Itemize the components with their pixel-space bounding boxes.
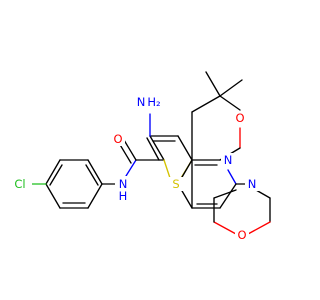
pyran-o-background: [233, 111, 247, 125]
bond-carbonyl-o: [123, 139, 137, 161]
molecule-structure: N H₂ O O N H S N N O Cl: [10, 71, 271, 242]
bond-pyran-ch2-cme2: [191, 95, 221, 113]
carbonyl-o-label: O: [113, 132, 122, 146]
bond-nh-carbonyl: [125, 159, 137, 177]
bond-thiophene-s-c2: [163, 159, 171, 179]
bond-morpholine-4: [213, 221, 237, 235]
bond-ring-4: [87, 183, 103, 209]
atom-label-layer: N H₂ O O N H S N N O Cl: [10, 93, 259, 242]
amino-h2-label: H₂: [147, 95, 160, 109]
pyridine-n-background: [221, 153, 235, 167]
pyran-o-label: O: [235, 111, 244, 125]
bond-methyl-2: [219, 79, 243, 97]
bond-carbonyl-o-double: [118, 142, 132, 164]
amino-label-background: [135, 93, 165, 109]
bond-methyl-1: [205, 71, 221, 97]
bond-morpholine-6: [213, 189, 237, 199]
amide-n-label: N: [119, 177, 128, 191]
morpholine-n-label: N: [248, 177, 257, 191]
bond-ring-1-double: [49, 164, 63, 186]
pyridine-n-label: N: [224, 153, 233, 167]
bond-ring-6: [45, 183, 61, 209]
bond-morpholine-1: [255, 189, 271, 199]
morpholine-o-label: O: [237, 228, 246, 242]
morpholine-o-background: [235, 228, 249, 242]
carbonyl-o-background: [111, 132, 125, 146]
bond-thiophene-c2-double: [146, 137, 160, 161]
bond-ring-3: [87, 159, 103, 185]
bond-thiophene-c2-c3: [149, 135, 165, 161]
bond-pyridine-n-c5: [227, 169, 237, 185]
amide-nh-background: [115, 176, 135, 198]
bond-ring-1: [45, 159, 61, 185]
bond-pyran-cme2-o: [219, 95, 241, 111]
bond-ring-3-double: [85, 164, 99, 186]
thiophene-s-background: [169, 177, 183, 191]
amino-n-label: N: [137, 95, 146, 109]
chlorine-label: Cl: [14, 177, 25, 191]
chlorine-label-background: [10, 176, 32, 192]
morpholine-n-background: [245, 177, 259, 191]
amide-h-label: H: [119, 189, 128, 203]
bond-morpholine-3: [247, 221, 271, 235]
thiophene-s-label: S: [172, 177, 179, 191]
bond-thiophene-c3a-c7a: [177, 135, 193, 161]
bond-pyridine-c5-c5a: [219, 183, 237, 209]
